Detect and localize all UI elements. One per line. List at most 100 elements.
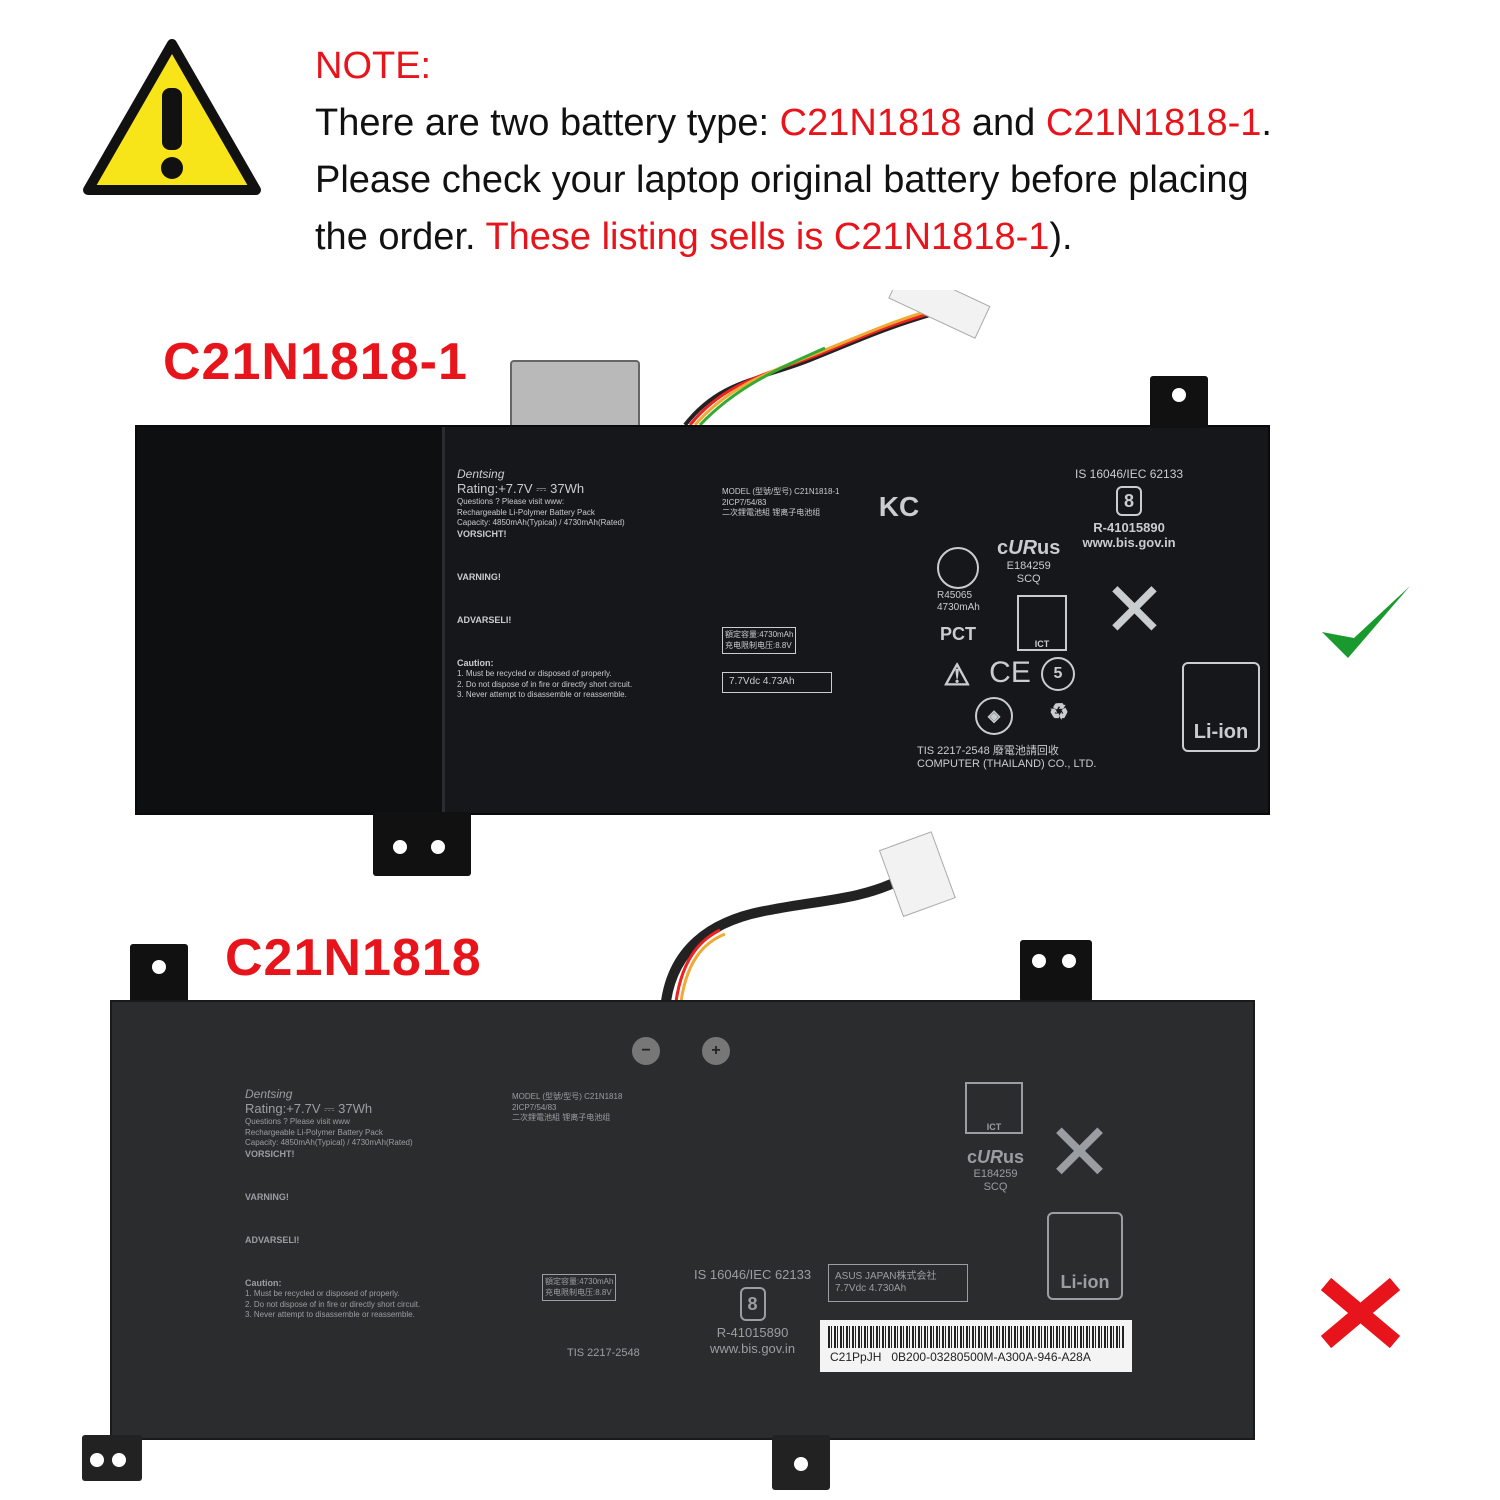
caution-item: 1. Must be recycled or disposed of prope… — [457, 669, 612, 678]
caution-item: 3. Never attempt to disassemble or reass… — [245, 1310, 415, 1319]
warning-german: VORSICHT! — [245, 1148, 295, 1159]
section-divider — [442, 427, 445, 813]
questions: Questions ? Please visit www — [245, 1117, 350, 1126]
chinese-type: 二次鋰電池組 锂离子电池组 — [722, 508, 821, 517]
pct-mark-icon: PCT — [940, 623, 976, 644]
cell-config: 2ICP7/54/83 — [722, 497, 767, 507]
barcode-sticker: C21PpJH 0B200-03280500M-A300A-946-A28A — [820, 1320, 1132, 1372]
cell-config: 2ICP7/54/83 — [512, 1102, 557, 1112]
chinese-type: 二次鋰電池組 锂离子电池组 — [512, 1113, 611, 1122]
mounting-tab — [82, 1435, 142, 1481]
pack-type: Rechargeable Li-Polymer Battery Pack — [245, 1127, 383, 1137]
note-line-2: Please check your laptop original batter… — [315, 159, 1249, 201]
plus-terminal-icon: + — [702, 1037, 730, 1065]
bis-registration: R-41015890 — [716, 1325, 789, 1340]
pse-box: 7.7Vdc 4.73Ah — [722, 672, 832, 693]
battery-connector-cable — [680, 265, 1000, 430]
recycle-text-cn: 廢電池請回收 — [992, 745, 1059, 757]
caution-item: 2. Do not dispose of in fire or directly… — [245, 1299, 421, 1309]
barcode-code: C21PpJH — [830, 1350, 882, 1364]
note-text-part: There are two battery type: — [315, 102, 780, 144]
note-heading: NOTE: — [315, 45, 432, 87]
listing-highlight: These listing sells is C21N1818-1 — [485, 216, 1050, 258]
barcode-icon — [828, 1326, 1124, 1348]
ul-scq: SCQ — [1016, 573, 1041, 585]
rating: Rating:+7.7V ⎓ 37Wh — [457, 481, 585, 496]
li-ion-recycle-icon: Li-ion — [1047, 1212, 1123, 1300]
battery-c21n1818-1: Dentsing Rating:+7.7V ⎓ 37Wh Questions ?… — [135, 425, 1270, 815]
mounting-tab — [772, 1435, 830, 1490]
caution-heading: Caution: — [457, 657, 494, 668]
rated-capacity-cn: 額定容量:4730mAh — [545, 1277, 614, 1286]
capacity: Capacity: 4850mAh(Typical) / 4730mAh(Rat… — [457, 518, 625, 527]
battery-label: Dentsing Rating:+7.7V ⎓ 37Wh Questions ?… — [457, 467, 632, 701]
warning-swedish: VARNING! — [457, 571, 501, 582]
battery-model-label: C21N1818 — [225, 929, 482, 987]
bis-mark-icon: 8 — [739, 1287, 766, 1321]
note-text-part: ). — [1049, 216, 1073, 258]
model-info: MODEL (型號/型号) C21N1818-1 2ICP7/54/83 二次鋰… — [722, 487, 840, 519]
model-number: MODEL (型號/型号) C21N1818 — [512, 1092, 623, 1101]
charge-limit-cn: 充电限制电压:8.8V — [725, 640, 792, 650]
capacity: Capacity: 4850mAh(Typical) / 4730mAh(Rat… — [245, 1138, 413, 1147]
battery-connector-cable — [650, 830, 980, 1015]
rating: Rating:+7.7V ⎓ 37Wh — [245, 1101, 373, 1116]
brand-logo: Dentsing — [457, 467, 505, 481]
recycle-5-icon: 5 — [1041, 657, 1075, 691]
caution-triangle-icon: ⚠ — [943, 658, 971, 692]
ict-mark-icon: ICT — [965, 1082, 1023, 1134]
ul-scq: SCQ — [983, 1181, 1008, 1193]
battery-label: Dentsing Rating:+7.7V ⎓ 37Wh Questions ?… — [245, 1087, 420, 1321]
note-line-1: There are two battery type: C21N1818 and… — [315, 95, 1465, 152]
r-code-capacity: 4730mAh — [937, 602, 980, 613]
mounting-tab — [130, 944, 188, 1004]
ict-mark-icon: ICT — [1017, 595, 1067, 651]
mounting-tab — [1020, 940, 1092, 1002]
caution-item: 2. Do not dispose of in fire or directly… — [457, 679, 633, 689]
pse-box: ASUS JAPAN株式会社 7.7Vdc 4.730Ah — [828, 1264, 968, 1302]
model-highlight: C21N1818-1 — [1045, 102, 1262, 144]
warning-danish: ADVARSELI! — [245, 1234, 300, 1245]
caution-item: 1. Must be recycled or disposed of prope… — [245, 1289, 400, 1298]
note-text-part: . — [1261, 102, 1272, 144]
caution-heading: Caution: — [245, 1277, 282, 1288]
mounting-tab — [1150, 376, 1208, 428]
tis-number: TIS 2217-2548 — [567, 1347, 640, 1359]
bis-registration: R-41015890 — [1093, 520, 1165, 535]
r-code-number: R45065 — [937, 590, 973, 601]
bis-mark-icon: 8 — [1116, 486, 1143, 516]
questions: Questions ? Please visit www: — [457, 497, 565, 506]
certification-circle-icon — [937, 547, 979, 589]
caution-item: 3. Never attempt to disassemble or reass… — [457, 690, 627, 699]
mounting-tab — [373, 812, 471, 876]
battery-bracket — [510, 360, 640, 432]
ul-number: E184259 — [1006, 560, 1051, 572]
barcode-serial: 0B200-03280500M-A300A-946-A28A — [891, 1350, 1091, 1364]
model-info: MODEL (型號/型号) C21N1818 2ICP7/54/83 二次鋰電池… — [512, 1092, 622, 1124]
brand-logo: Dentsing — [245, 1087, 293, 1101]
battery-model-label: C21N1818-1 — [163, 333, 468, 391]
is-standard: IS 16046/IEC 62133 — [694, 1267, 812, 1282]
kc-mark-icon: KC — [878, 491, 920, 522]
cross-mark-icon — [1318, 1277, 1403, 1349]
note-text-part: and — [961, 102, 1046, 144]
tis-company: COMPUTER (THAILAND) CO., LTD. — [917, 758, 1097, 770]
crossed-bin-icon: ✕ — [1102, 568, 1167, 653]
warning-german: VORSICHT! — [457, 528, 507, 539]
tis-mark-icon: ◈ — [975, 697, 1013, 735]
check-mark-icon — [1318, 580, 1413, 670]
note-line-3: the order. These listing sells is C21N18… — [315, 209, 1465, 266]
note-text-part: the order. — [315, 216, 486, 258]
li-ion-recycle-icon: Li-ion — [1182, 662, 1260, 752]
warning-swedish: VARNING! — [245, 1191, 289, 1202]
battery-c21n1818: − + Dentsing Rating:+7.7V ⎓ 37Wh Questio… — [110, 1000, 1255, 1440]
rated-capacity-cn: 額定容量:4730mAh — [725, 630, 794, 639]
recycling-arrows-icon: ♻ — [1049, 699, 1069, 724]
tis-number: TIS 2217-2548 — [917, 745, 990, 757]
